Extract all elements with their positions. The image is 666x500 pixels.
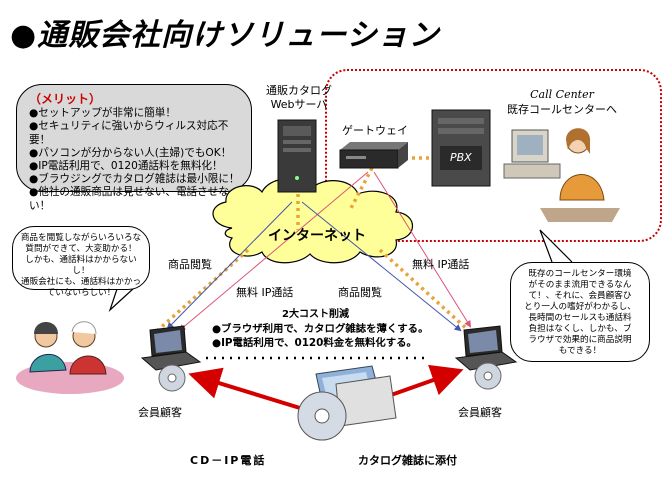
- couple-illustration: [16, 321, 124, 394]
- callcenter-region: [325, 69, 662, 242]
- page-title: ●通販会社向けソリューション: [10, 18, 440, 53]
- merit-heading: （メリット）: [29, 92, 102, 106]
- gateway-label: ゲートウェイ: [342, 124, 408, 137]
- left-note-line: 通販会社にも、通話料はかかっ: [20, 277, 142, 287]
- link-gateway-cloud: [348, 167, 374, 211]
- pbx-icon: [431, 109, 491, 187]
- right-note: 既存のコールセンター環境 がそのまま流用できるなん て！、それに、会員顧客ひ と…: [510, 262, 650, 362]
- right-note-line: 既存のコールセンター環境: [528, 269, 632, 279]
- cost-title: 2大コスト削減: [282, 309, 349, 320]
- label-browse-left: 商品閲覧: [168, 258, 212, 271]
- merit-item: ●パソコンが分からない人(主婦)でもOK！: [29, 146, 232, 159]
- left-laptop-icon: [140, 325, 202, 371]
- callcenter-label: Call Center 既存コールセンターへ: [502, 88, 622, 117]
- callcenter-subtitle: 既存コールセンターへ: [507, 103, 617, 116]
- left-note-line: 質問ができて、大変助かる！: [25, 244, 137, 254]
- operator-icon: [503, 128, 620, 222]
- server-label: 通販カタログ Webサーバ: [266, 84, 332, 112]
- line-browse-right: [301, 201, 462, 332]
- label-free-ip-right: 無料 IP通話: [412, 258, 470, 271]
- left-note-line: ていないらしい！: [46, 288, 116, 298]
- right-small-cd-icon: [474, 362, 502, 390]
- server-label-line: 通販カタログ: [266, 84, 332, 97]
- catalog-cd-bundle-icon: [297, 365, 397, 441]
- left-note-tail: [108, 285, 135, 313]
- customer-right-label: 会員顧客: [458, 406, 502, 419]
- catalog-attach-label: カタログ雑誌に添付: [358, 454, 457, 467]
- internet-label: インターネット: [268, 228, 366, 244]
- link-cloud-right-pc: [378, 248, 470, 332]
- cost-item: ●IP電話利用で、0120料金を無料化する。: [212, 337, 417, 349]
- line-ip-right: [373, 171, 472, 328]
- right-note-line: とり一人の嗜好がわかるし、: [524, 302, 636, 312]
- customer-left-label: 会員顧客: [138, 406, 182, 419]
- right-note-line: 長時間のセールスも通話料: [528, 313, 632, 323]
- cd-ip-phone-label: CD－IP電話: [190, 454, 267, 467]
- line-browse-left: [166, 201, 293, 330]
- left-note-line: しかも、通話料はかからないし！: [25, 255, 137, 276]
- merit-item: ●セキュリティに強いからウィルス対応不要！: [29, 120, 229, 146]
- right-note-line: 負担はなくし、しかも、ブ: [528, 324, 632, 334]
- gateway-icon: [339, 142, 408, 169]
- line-ip-left: [178, 171, 369, 332]
- right-note-line: がそのまま流用できるなん: [528, 280, 632, 290]
- cost-item: ●ブラウザ利用で、カタログ雑誌を薄くする。: [212, 323, 429, 335]
- server-label-line: Webサーバ: [270, 98, 328, 111]
- merit-box: （メリット） ●セットアップが非常に簡単！ ●セキュリティに強いからウィルス対応…: [16, 84, 252, 212]
- right-note-line: て！、それに、会員顧客ひ: [528, 291, 632, 301]
- pbx-label: PBX: [450, 151, 472, 164]
- label-free-ip-center: 無料 IP通話: [236, 286, 294, 299]
- right-note-tail: [539, 229, 573, 263]
- merit-item: ●ブラウジングでカタログ雑誌は最小限に！: [29, 173, 240, 186]
- cost-items: ●ブラウザ利用で、カタログ雑誌を薄くする。 ●IP電話利用で、0120料金を無料…: [212, 322, 428, 350]
- merit-item: ●他社の通販商品は見せない、電話させない！: [29, 186, 229, 212]
- right-note-line: ラウザで効果的に商品説明: [528, 335, 632, 345]
- web-server-icon: [277, 119, 317, 193]
- internet-cloud: [212, 178, 413, 264]
- merit-item: ●セットアップが非常に簡単！: [29, 107, 176, 120]
- right-laptop-icon: [454, 325, 518, 371]
- callcenter-title: Call Center: [530, 88, 594, 101]
- link-cloud-left-pc: [156, 248, 250, 332]
- merit-item: ●IP電話利用で、0120通話料を無料化！: [29, 160, 223, 173]
- right-note-line: もできる！: [558, 346, 602, 356]
- left-note: 商品を閲覧しながらいろいろな 質問ができて、大変助かる！ しかも、通話料はかから…: [12, 226, 150, 298]
- label-browse-center: 商品閲覧: [338, 286, 382, 299]
- left-small-cd-icon: [158, 364, 186, 392]
- left-note-line: 商品を閲覧しながらいろいろな: [20, 233, 142, 243]
